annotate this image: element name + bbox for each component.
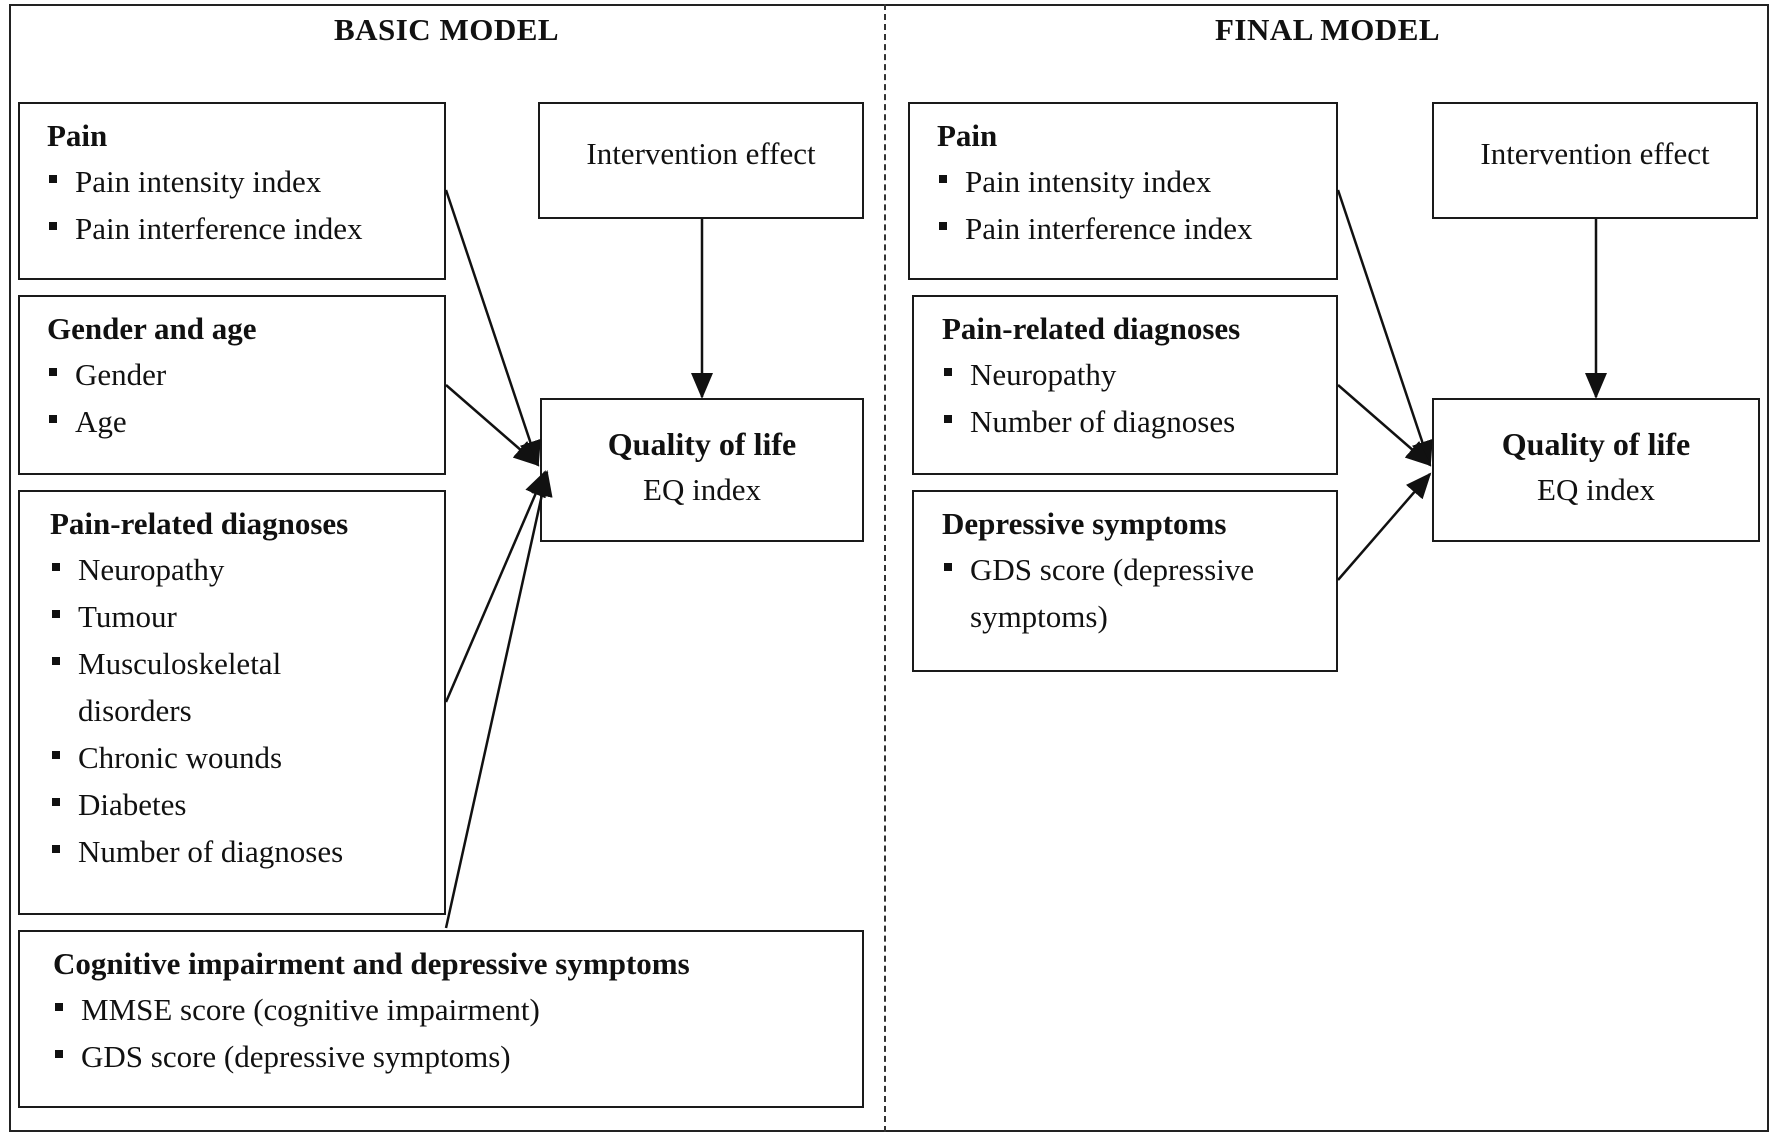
list-item: Age [47,398,434,445]
bullet-icon [52,563,60,571]
list-item: Gender [47,351,434,398]
list-item: Chronic wounds [50,734,434,781]
arrow-pain-to-outcome [444,189,541,467]
bullet-icon [55,1050,63,1058]
bullet-icon [944,563,952,571]
bullet-icon [52,657,60,665]
list-item: GDS score (depressive symptoms) [53,1033,852,1080]
final-intervention-box: Intervention effect [1432,102,1758,219]
bullet-icon [939,222,947,230]
box-heading: Depressive symptoms [942,506,1227,541]
final-outcome-box: Quality of life EQ index [1432,398,1760,542]
bullet-icon [52,845,60,853]
outcome-subtitle: EQ index [1537,472,1655,507]
box-heading: Pain [47,118,108,153]
bullet-icon [939,175,947,183]
final-diagnoses-box: Pain-related diagnoses Neuropathy Number… [912,295,1338,475]
final-pain-box: Pain Pain intensity index Pain interfere… [908,102,1338,280]
list-item: Pain intensity index [47,158,434,205]
bullet-icon [49,222,57,230]
box-heading: Pain [937,118,998,153]
arrow-gender-age-to-outcome [445,384,540,467]
list-item: Tumour [50,593,434,640]
list-item: Neuropathy [942,351,1326,398]
list-item: Pain intensity index [937,158,1326,205]
bullet-icon [944,368,952,376]
box-heading: Pain-related diagnoses [942,311,1241,346]
basic-outcome-box: Quality of life EQ index [540,398,864,542]
basic-gender-age-box: Gender and age Gender Age [18,295,446,475]
list-item: Neuropathy [50,546,434,593]
basic-cognitive-box: Cognitive impairment and depressive symp… [18,930,864,1108]
list-item: Diabetes [50,781,434,828]
bullet-icon [52,610,60,618]
panel-divider [884,4,886,1132]
list-item: MMSE score (cognitive impairment) [53,986,852,1033]
outcome-title: Quality of life [607,426,797,462]
box-heading: Pain-related diagnoses [50,506,349,541]
final-model-title: FINAL MODEL [1214,12,1441,47]
arrow-depressive-to-outcome [1337,472,1432,581]
list-item: Number of diagnoses [50,828,434,875]
box-heading: Gender and age [47,311,257,346]
list-item: Musculoskeletal disorders [50,640,308,734]
list-item: Pain interference index [937,205,1326,252]
basic-pain-box: Pain Pain intensity index Pain interfere… [18,102,446,280]
bullet-icon [49,368,57,376]
arrow-diagnoses-to-outcome [1337,384,1432,467]
outer-frame [9,4,1769,1132]
bullet-icon [52,798,60,806]
outcome-title: Quality of life [1501,426,1691,462]
bullet-icon [55,1003,63,1011]
basic-model-title: BASIC MODEL [333,12,560,47]
arrow-pain-to-outcome [1336,189,1433,467]
bullet-icon [49,175,57,183]
arrow-cognitive-to-outcome [444,470,553,929]
bullet-icon [52,751,60,759]
final-depressive-box: Depressive symptoms GDS score (depressiv… [912,490,1338,672]
box-heading: Cognitive impairment and depressive symp… [53,946,690,981]
basic-diagnoses-box: Pain-related diagnoses Neuropathy Tumour… [18,490,446,915]
list-item: GDS score (depressive symptoms) [942,546,1300,640]
list-item: Number of diagnoses [942,398,1326,445]
basic-intervention-box: Intervention effect [538,102,864,219]
bullet-icon [944,415,952,423]
arrow-diagnoses-to-outcome [444,470,547,703]
outcome-subtitle: EQ index [643,472,761,507]
list-item: Pain interference index [47,205,434,252]
bullet-icon [49,415,57,423]
